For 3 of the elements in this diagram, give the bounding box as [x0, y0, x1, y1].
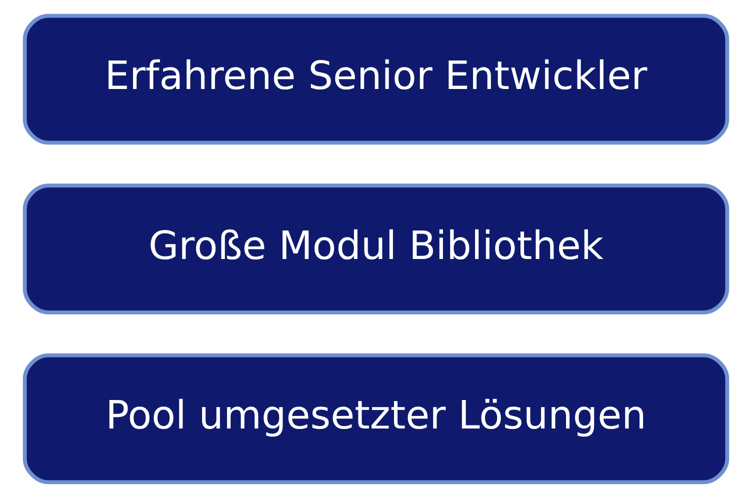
node-box: Pool umgesetzter Lösungen [22, 353, 730, 484]
node-box: Große Modul Bibliothek [22, 184, 730, 314]
node-box: Erfahrene Senior Entwickler [22, 14, 730, 145]
